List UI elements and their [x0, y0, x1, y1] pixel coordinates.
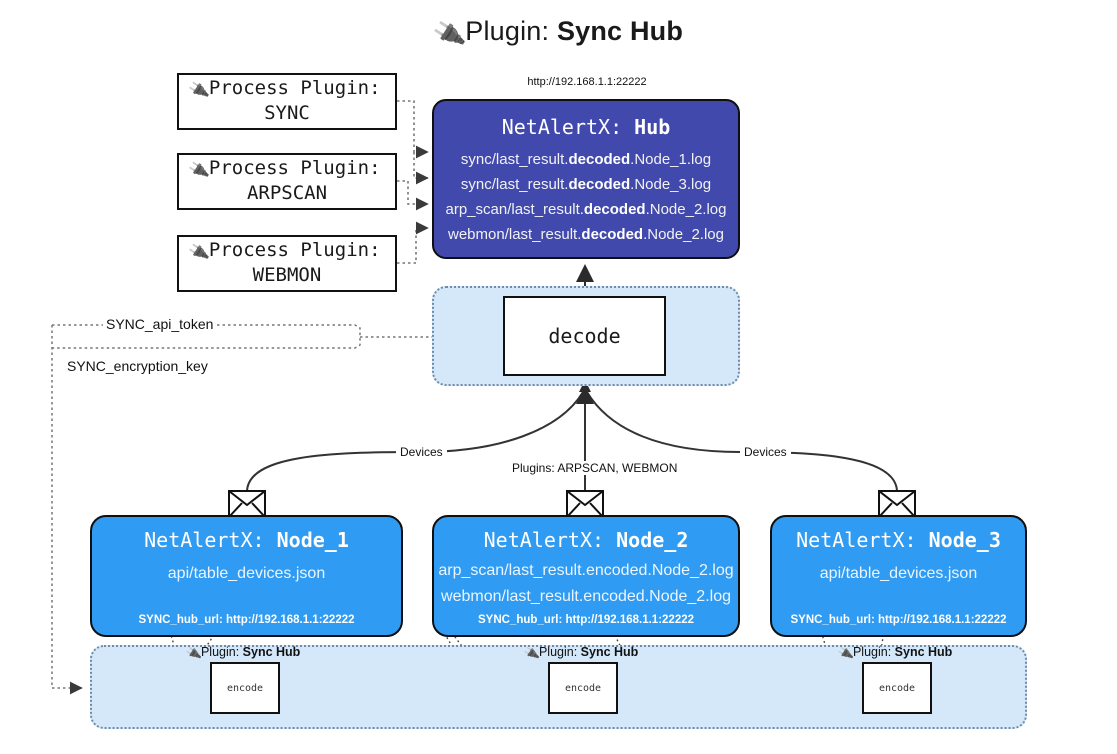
node-line: arp_scan/last_result.encoded.Node_2.log	[438, 562, 734, 579]
node-line: api/table_devices.json	[167, 565, 326, 582]
node-title: NetAlertX: Node_2	[434, 528, 738, 552]
plug-icon: 🔌	[184, 644, 203, 662]
envelope-icon	[228, 490, 266, 518]
node-card-node-2[interactable]: NetAlertX: Node_2 arp_scan/last_result.e…	[432, 515, 740, 637]
encode-box[interactable]: encode	[862, 662, 932, 714]
encoder-caption: 🔌Plugin: Sync Hub	[522, 644, 639, 662]
node-title-name: Node_3	[928, 528, 1001, 552]
hub-title: NetAlertX: Hub	[434, 115, 738, 139]
node-title: NetAlertX: Node_3	[772, 528, 1025, 552]
process-plugin-line2: ARPSCAN	[246, 182, 328, 205]
plug-icon: 🔌	[187, 158, 211, 182]
process-plugin-line2: WEBMON	[252, 264, 322, 287]
edge-label-devices-left: Devices	[396, 445, 447, 459]
process-plugin-arpscan[interactable]: 🔌Process Plugin: ARPSCAN	[177, 153, 397, 210]
encoder-caption-label: Plugin:	[200, 645, 240, 659]
plug-icon: 🔌	[187, 78, 211, 102]
hub-url: http://192.168.1.1:22222	[527, 76, 647, 88]
node-title-prefix: NetAlertX:	[144, 528, 265, 552]
process-plugin-line1: 🔌Process Plugin:	[187, 77, 381, 102]
encoder-caption-name: Sync Hub	[894, 645, 953, 659]
decode-box[interactable]: decode	[503, 296, 666, 376]
node-card-node-3[interactable]: NetAlertX: Node_3 api/table_devices.json…	[770, 515, 1027, 637]
setting-api-token-label: SYNC_api_token	[103, 316, 217, 332]
edge-label-devices-right: Devices	[740, 445, 791, 459]
node-title: NetAlertX: Node_1	[92, 528, 401, 552]
encoder-caption-label: Plugin:	[538, 645, 578, 659]
page-title-label: Plugin:	[465, 16, 550, 46]
node-line: webmon/last_result.encoded.Node_2.log	[441, 588, 731, 605]
hub-title-name: Hub	[634, 115, 671, 139]
setting-encryption-key-label: SYNC_encryption_key	[64, 358, 211, 374]
encoder-caption-name: Sync Hub	[242, 645, 301, 659]
hub-log-line: arp_scan/last_result.decoded.Node_2.log	[445, 201, 727, 218]
hub-title-prefix: NetAlertX:	[501, 115, 623, 139]
node-card-node-1[interactable]: NetAlertX: Node_1 api/table_devices.json…	[90, 515, 403, 637]
plug-icon: 🔌	[187, 240, 211, 264]
page-title-name: Sync Hub	[556, 16, 684, 46]
node-footer: SYNC_hub_url: http://192.168.1.1:22222	[138, 614, 355, 626]
envelope-icon	[878, 490, 916, 518]
hub-log-line: webmon/last_result.decoded.Node_2.log	[448, 226, 724, 243]
envelope-icon	[566, 490, 604, 518]
process-plugin-webmon[interactable]: 🔌Process Plugin: WEBMON	[177, 235, 397, 292]
node-title-prefix: NetAlertX:	[796, 528, 917, 552]
hub-log-list: sync/last_result.decoded.Node_1.log sync…	[434, 147, 738, 247]
node-line: api/table_devices.json	[819, 565, 978, 582]
process-plugin-line2: SYNC	[264, 102, 310, 125]
node-title-name: Node_1	[276, 528, 349, 552]
encode-box[interactable]: encode	[210, 662, 280, 714]
plug-icon: 🔌	[522, 644, 541, 662]
node-title-name: Node_2	[616, 528, 689, 552]
edge-label-plugins-center: Plugins: ARPSCAN, WEBMON	[508, 461, 682, 475]
hub-log-line: sync/last_result.decoded.Node_1.log	[460, 151, 712, 168]
encoder-caption: 🔌Plugin: Sync Hub	[184, 644, 301, 662]
encoder-caption-name: Sync Hub	[580, 645, 639, 659]
process-plugin-sync[interactable]: 🔌Process Plugin: SYNC	[177, 73, 397, 130]
encoder-caption: 🔌Plugin: Sync Hub	[836, 644, 953, 662]
node-footer: SYNC_hub_url: http://192.168.1.1:22222	[790, 614, 1007, 626]
encoder-caption-label: Plugin:	[852, 645, 892, 659]
plug-icon: 🔌	[836, 644, 855, 662]
hub-node[interactable]: NetAlertX: Hub sync/last_result.decoded.…	[432, 99, 740, 259]
process-plugin-line1: 🔌Process Plugin:	[187, 239, 381, 264]
encode-box[interactable]: encode	[548, 662, 618, 714]
node-title-prefix: NetAlertX:	[483, 528, 605, 552]
plug-icon: 🔌	[431, 17, 468, 51]
node-footer: SYNC_hub_url: http://192.168.1.1:22222	[477, 614, 695, 626]
process-plugin-line1: 🔌Process Plugin:	[187, 157, 381, 182]
hub-log-line: sync/last_result.decoded.Node_3.log	[460, 176, 712, 193]
page-title: 🔌Plugin: Sync Hub	[0, 16, 1117, 51]
